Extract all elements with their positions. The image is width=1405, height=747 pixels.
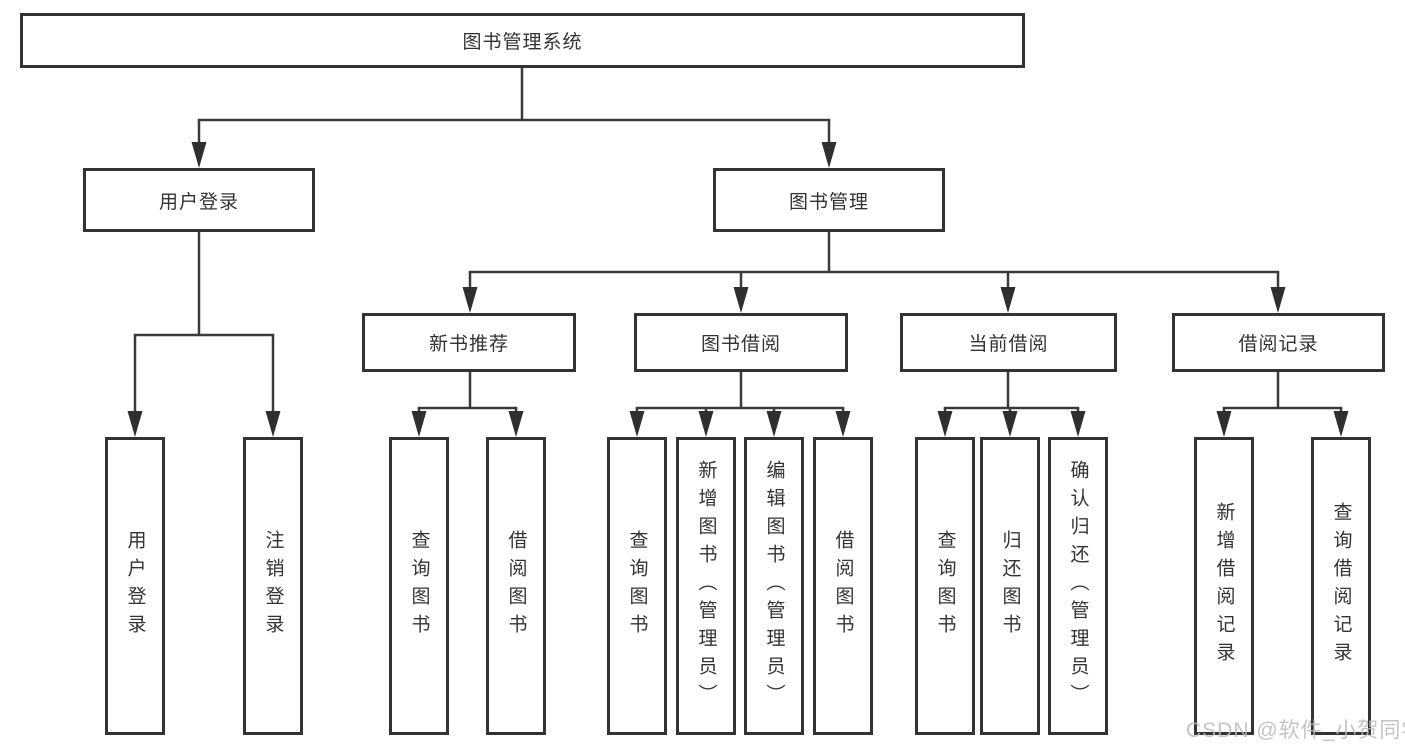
node-user-login: 用户登录	[83, 168, 315, 232]
node-borrowing-records: 借阅记录	[1172, 313, 1385, 372]
leaf-query-books-recommend: 查询图书	[389, 437, 449, 735]
node-root-library-management-system: 图书管理系统	[20, 13, 1025, 68]
node-book-management: 图书管理	[713, 168, 945, 232]
node-current-borrowing: 当前借阅	[900, 313, 1117, 372]
csdn-watermark: CSDN @软件_小贺同学	[1186, 719, 1405, 742]
leaf-borrow-books-recommend: 借阅图书	[486, 437, 546, 735]
leaf-add-borrow-record: 新增借阅记录	[1194, 437, 1254, 735]
leaf-add-books-admin: 新增图书（管理员）	[676, 437, 736, 735]
leaf-logout: 注销登录	[243, 437, 303, 735]
node-book-borrowing: 图书借阅	[634, 313, 848, 372]
leaf-confirm-return-admin: 确认归还（管理员）	[1048, 437, 1108, 735]
leaf-borrow-books: 借阅图书	[813, 437, 873, 735]
node-new-book-recommendation: 新书推荐	[362, 313, 576, 372]
leaf-edit-books-admin: 编辑图书（管理员）	[744, 437, 804, 735]
leaf-query-borrow-record: 查询借阅记录	[1311, 437, 1371, 735]
leaf-user-login: 用户登录	[105, 437, 165, 735]
leaf-query-books-current: 查询图书	[915, 437, 975, 735]
leaf-query-books-borrow: 查询图书	[607, 437, 667, 735]
leaf-return-books: 归还图书	[980, 437, 1040, 735]
